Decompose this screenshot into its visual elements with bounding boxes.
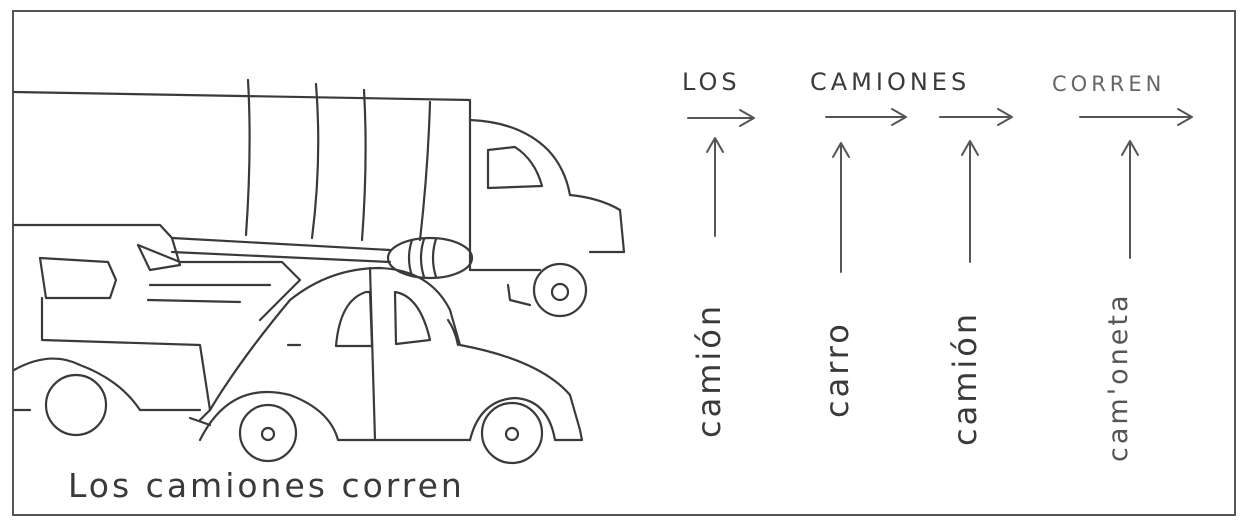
referent-camion-2: camión (946, 310, 984, 446)
referent-carro: carro (818, 321, 856, 418)
referent-camioneta: cam'oneta (1103, 292, 1134, 463)
sentence-word-camiones: CAMIONES (810, 68, 971, 96)
picture-caption: Los camiones corren (68, 466, 465, 505)
sentence-word-los: LOS (682, 68, 741, 96)
referent-arrows (706, 137, 1139, 273)
barrel-drawing (170, 236, 474, 280)
sentence-arrows (687, 108, 1193, 127)
truck-drawing (12, 78, 626, 318)
picture-frame (12, 10, 1236, 516)
referent-camion-1: camión (690, 302, 728, 438)
sentence-word-corren: CORREN (1052, 72, 1166, 96)
work-truck-drawing (12, 223, 302, 437)
car-drawing (188, 266, 584, 465)
